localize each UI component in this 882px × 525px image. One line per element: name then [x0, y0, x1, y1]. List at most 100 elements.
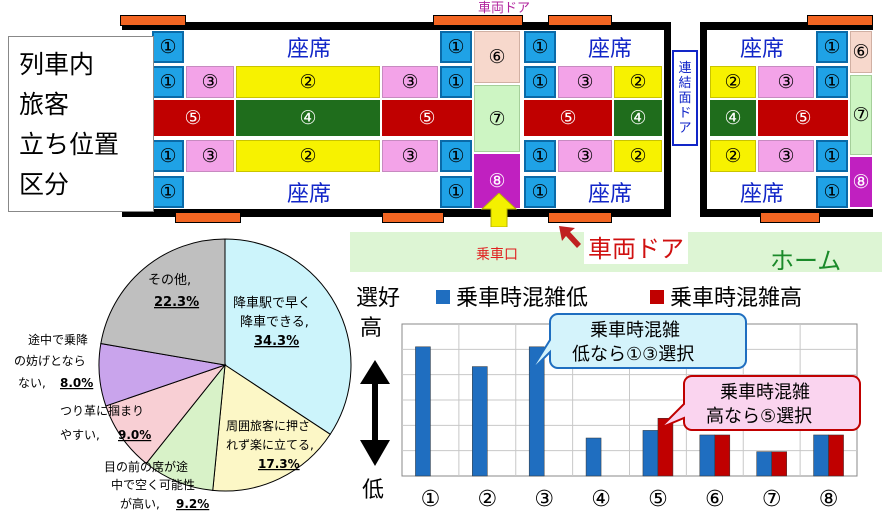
layout-title-line: 立ち位置 [19, 130, 120, 159]
pie-label-line: その他, [148, 273, 191, 288]
x-tick-label: ⑧ [819, 487, 839, 512]
zone-4: ④ [710, 100, 756, 136]
zone-3: ③ [758, 66, 814, 98]
callout-high: 乗車時混雑 高なら⑤選択 [659, 375, 861, 431]
seat-car3-bottom: 座席 [739, 182, 784, 207]
bar [657, 417, 674, 477]
layout-title-line: 旅客 [19, 90, 70, 119]
zone-1: ① [440, 66, 472, 98]
zone-1: ① [152, 66, 184, 98]
bar [642, 430, 659, 477]
zone-4: ④ [614, 100, 662, 136]
bar [813, 434, 829, 477]
pie-label-pct: 22.3% [154, 295, 199, 310]
door-bottom-2 [382, 212, 444, 223]
train-diagram: 車両ドア ① 座席 ① ⑥ ① ③ ② ③ ① ⑤ ④ ⑤ ⑦ ① ③ ② ③ … [8, 1, 882, 275]
zone-2: ② [614, 66, 662, 98]
zone-8: ⑧ [850, 157, 872, 207]
x-tick-label: ③ [534, 487, 554, 512]
x-tick-label: ② [477, 487, 497, 512]
platform-label: ホーム [770, 247, 842, 275]
x-tick-label: ⑤ [648, 487, 668, 512]
pie-label-line: やすい, [60, 428, 100, 442]
coupling-char: 結 [678, 75, 692, 91]
coupling-char: 連 [678, 60, 692, 76]
zone-3: ③ [186, 140, 234, 172]
zone-1: ① [440, 176, 472, 208]
callout-low: 乗車時混雑 低なら①③選択 [529, 313, 747, 373]
zone-3: ③ [382, 140, 438, 172]
pie-label-pct: 9.2% [176, 497, 209, 511]
pie-label-line: 周囲旅客に押さ [226, 418, 310, 433]
zone-2: ② [236, 66, 380, 98]
zone-1: ① [524, 140, 556, 172]
layout-title-box: 列車内 旅客 立ち位置 区分 [8, 36, 154, 212]
pie-slice [212, 364, 331, 492]
zone-1: ① [152, 31, 184, 63]
pie-label-line: 降車駅で早く [233, 296, 311, 311]
callout-low-line: 乗車時混雑 [590, 320, 680, 341]
coupling-wall-right [700, 22, 707, 217]
pie-label-line: れず楽に立てる, [226, 437, 314, 452]
bar [528, 346, 545, 477]
zone-7: ⑦ [474, 85, 520, 152]
x-tick-label: ⑥ [705, 487, 725, 512]
door-top-2 [433, 15, 523, 26]
zone-1: ① [816, 140, 848, 172]
door-top-4 [807, 15, 873, 26]
pie-label-line: ない, [18, 376, 46, 390]
seat-car2-bottom: 座席 [587, 182, 632, 207]
car1-bottom-wall [122, 209, 554, 217]
pie-label-line: つり革に掴まり [60, 404, 144, 418]
pie-chart: 降車駅で早く 降車できる, 34.3% 周囲旅客に押さ れず楽に立てる, 17.… [14, 238, 352, 511]
pie-label-pct: 34.3% [254, 334, 299, 349]
door-top-3 [548, 15, 612, 26]
y-bottom-label: 低 [362, 478, 384, 503]
legend-swatch-high [650, 290, 664, 304]
zone-1: ① [524, 31, 556, 63]
coupling-char: 面 [678, 90, 692, 106]
layout-title-line: 区分 [19, 170, 70, 199]
door-top-1 [120, 15, 186, 26]
legend-label-low: 乗車時混雑低 [456, 286, 588, 311]
zone-1: ① [816, 31, 848, 63]
pie-label-pct: 8.0% [60, 376, 93, 390]
x-tick-label: ⑦ [762, 487, 782, 512]
door-bottom-4 [760, 212, 820, 223]
door-bottom-3 [548, 212, 612, 223]
seat-car1-top: 座席 [286, 37, 331, 62]
zone-3: ③ [558, 140, 612, 172]
pie-label-line: 目の前の席が途 [104, 459, 188, 474]
pie-slice [100, 238, 226, 366]
coupling-wall-left [664, 22, 671, 217]
legend-swatch-low [436, 290, 450, 304]
zone-2: ② [710, 140, 756, 172]
door-label: 車両ドア [584, 229, 688, 264]
zone-4: ④ [236, 100, 380, 136]
pie-label-line: 降車できる, [240, 315, 309, 330]
zone-3: ③ [558, 66, 612, 98]
door-top-label: 車両ドア [478, 1, 531, 16]
zone-1: ① [816, 176, 848, 208]
zone-1: ① [152, 176, 184, 208]
pie-label-line: の妨げとなら [14, 353, 86, 368]
legend-label-high: 乗車時混雑高 [670, 286, 802, 311]
zone-3: ③ [382, 66, 438, 98]
car1-top-wall [122, 22, 554, 30]
boarding-label: 乗車口 [476, 247, 518, 263]
pie-label-line: 中で空く可能性 [111, 477, 195, 492]
pie-label-pct: 9.0% [118, 428, 151, 442]
coupling-char: ド [678, 105, 692, 121]
pie-label-pct: 17.3% [258, 457, 300, 471]
zone-2: ② [236, 140, 380, 172]
zone-1: ① [152, 140, 184, 172]
y-top-label: 選好 [356, 286, 400, 311]
seat-car1-bottom: 座席 [286, 182, 331, 207]
door-arrow-icon [555, 222, 583, 250]
callout-low-line: 低なら①③選択 [572, 344, 694, 365]
zone-5: ⑤ [758, 100, 848, 136]
bar [472, 366, 488, 477]
car3-top-wall [703, 22, 873, 30]
zone-5: ⑤ [524, 100, 612, 136]
